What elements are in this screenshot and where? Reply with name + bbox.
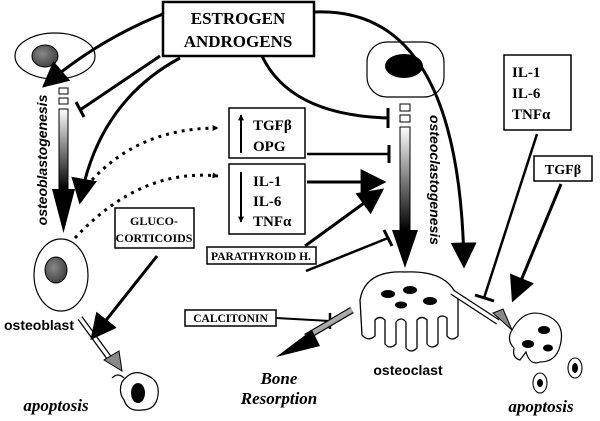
glucocorticoids-line2: CORTICOIDS bbox=[116, 231, 193, 245]
cytokines-inhibit-apoptosis-bar bbox=[474, 293, 495, 303]
resorption-label: Resorption bbox=[240, 389, 318, 408]
cytokines-right-il6: IL-6 bbox=[512, 86, 541, 102]
hormones-to-osteoblast-arrow bbox=[71, 56, 181, 205]
osteoclast-apoptosis-arrow bbox=[450, 289, 513, 331]
calcitonin-box: CALCITONIN bbox=[184, 309, 277, 327]
upregulated-box: TGFβ OPG bbox=[228, 107, 306, 159]
hormones-to-precursor-left-arrow bbox=[42, 12, 164, 88]
bone-label: Bone bbox=[260, 369, 298, 388]
osteoclast-cell bbox=[359, 271, 459, 352]
glucocorticoids-box: GLUCO- CORTICOIDS bbox=[114, 207, 195, 249]
osteoblastogenesis-arrow bbox=[52, 87, 75, 233]
calcitonin-inhibition-line bbox=[275, 317, 331, 322]
cytokines-right-il1: IL-1 bbox=[512, 65, 540, 81]
inhibition-line-to-osteoclast bbox=[305, 236, 389, 273]
osteoclast-label: osteoclast bbox=[373, 362, 443, 378]
hormones-box: ESTROGEN ANDROGENS bbox=[161, 0, 316, 58]
hormones-to-apoptosis-right-arrow bbox=[313, 10, 477, 269]
glucocorticoids-line1: GLUCO- bbox=[130, 214, 178, 228]
hormones-inhibit-osteoblastogenesis-line bbox=[79, 54, 161, 112]
parathyroid-label: PARATHYROID H. bbox=[211, 251, 311, 263]
androgens-label: ANDROGENS bbox=[184, 32, 293, 51]
parathyroid-box: PARATHYROID H. bbox=[206, 246, 317, 265]
tgfb-right-box: TGFβ bbox=[533, 155, 593, 182]
inhibition-bar-to-osteoclast bbox=[382, 229, 394, 247]
apoptotic-osteoblast bbox=[111, 372, 159, 411]
apoptosis-left-label: apoptosis bbox=[23, 396, 89, 415]
hormones-inhibit-osteoblastogenesis-bar bbox=[74, 101, 86, 118]
cytokines-right-box: IL-1 IL-6 TNFα bbox=[503, 54, 572, 131]
hormones-inhibit-osteoclastogenesis-line bbox=[260, 55, 389, 120]
upregulated-opg: OPG bbox=[253, 139, 286, 155]
apoptosis-right-label: apoptosis bbox=[508, 397, 574, 416]
precursor-cell-center bbox=[366, 41, 445, 98]
osteoblast-label: osteoblast bbox=[4, 317, 74, 333]
glucocorticoids-to-apoptosis-arrow bbox=[90, 255, 159, 341]
apoptotic-osteoclast bbox=[508, 312, 583, 394]
estrogen-label: ESTROGEN bbox=[191, 9, 286, 28]
downregulated-box: IL-1 IL-6 TNFα bbox=[228, 163, 306, 235]
osteoclastogenesis-label: osteoclastogenesis bbox=[427, 115, 443, 245]
osteoblast-to-upregulated-dotted-arrow bbox=[90, 125, 219, 182]
osteoclastogenesis-arrow bbox=[392, 103, 418, 268]
osteoblast-apoptosis-arrow bbox=[77, 316, 123, 372]
tgfb-right-label: TGFβ bbox=[545, 163, 581, 178]
osteoblastogenesis-label: osteoblastogenesis bbox=[34, 94, 50, 225]
cytokines-right-tnfa: TNFα bbox=[512, 107, 551, 123]
parathyroid-to-osteoclastogenesis-arrow bbox=[304, 188, 385, 248]
tgfb-to-apoptosis-arrow bbox=[509, 183, 563, 303]
upregulated-tgfb: TGFβ bbox=[253, 118, 292, 134]
downregulated-tnfa: TNFα bbox=[253, 214, 292, 230]
osteoclast-to-resorption-arrow bbox=[276, 306, 354, 357]
osteoblast-cell bbox=[33, 238, 89, 312]
cytokines-inhibit-apoptosis-line bbox=[482, 133, 539, 299]
downregulated-il6: IL-6 bbox=[253, 194, 282, 210]
calcitonin-label: CALCITONIN bbox=[193, 313, 268, 325]
osteoblast-to-downregulated-dotted-arrow bbox=[73, 172, 219, 240]
downregulated-il1: IL-1 bbox=[253, 174, 281, 190]
